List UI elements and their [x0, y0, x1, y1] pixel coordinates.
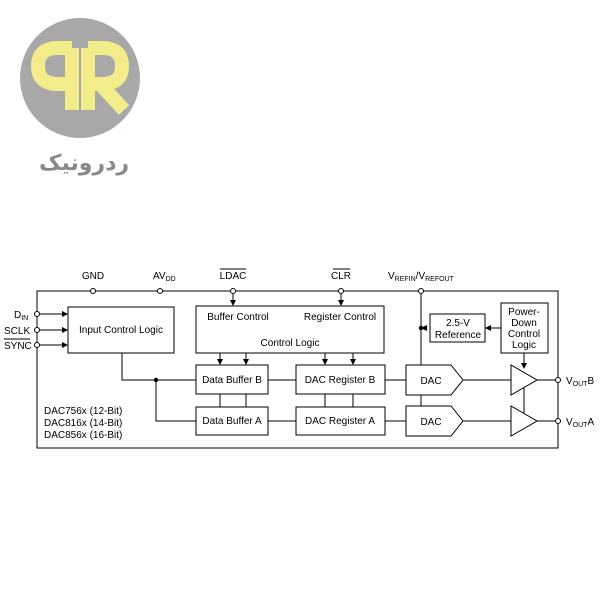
pin-sclk — [34, 327, 40, 333]
dac-a-block — [405, 405, 464, 437]
pin-din-label: DIN — [14, 310, 28, 322]
arrow-ctl-reg2 — [350, 359, 356, 365]
arrow-pd-ref — [485, 325, 491, 331]
arrow-sync — [62, 342, 68, 348]
pin-ldac — [230, 288, 236, 294]
power-down-control-block — [500, 302, 549, 354]
dac-b-block — [405, 364, 464, 396]
control-logic-block — [195, 305, 385, 354]
register-control-label: Register Control — [304, 312, 376, 323]
pin-sync — [34, 342, 40, 348]
pin-clr — [338, 288, 344, 294]
pin-vref — [418, 288, 424, 294]
pin-din — [34, 311, 40, 317]
pin-gnd-label: GND — [82, 271, 104, 282]
arrow-ctl-buf1 — [217, 359, 223, 365]
part-number-12bit: DAC756x (12-Bit) — [44, 406, 122, 417]
reference-block — [429, 313, 486, 343]
logo-text: ردرونیک — [39, 151, 129, 176]
dac-register-a-label: DAC Register A — [305, 416, 375, 427]
dac-b-label: DAC — [420, 376, 441, 387]
power-down-label-4: Logic — [512, 340, 536, 351]
pin-sclk-label: SCLK — [4, 326, 30, 337]
pin-gnd — [90, 288, 96, 294]
amp-a — [510, 405, 539, 437]
reference-label-1: 2.5-V — [446, 318, 470, 329]
arrow-sclk — [62, 327, 68, 333]
pin-clr-label: CLR — [331, 271, 351, 282]
data-buffer-a-label: Data Buffer A — [202, 416, 262, 427]
dac-a-label: DAC — [420, 417, 441, 428]
wire-input-to-buffer-a — [155, 380, 196, 422]
wire-input-to-buffer-b — [121, 353, 196, 381]
pin-avdd-label: AVDD — [153, 271, 176, 283]
pin-vouta-label: VOUTA — [566, 417, 594, 429]
data-buffer-a-block — [195, 406, 269, 436]
pin-sync-label: SYNC — [4, 341, 32, 352]
buffer-control-label: Buffer Control — [207, 312, 269, 323]
power-down-label-2: Down — [511, 318, 537, 329]
arrow-ctl-reg1 — [322, 359, 328, 365]
reference-label-2: Reference — [435, 330, 482, 341]
power-down-label-1: Power- — [508, 307, 540, 318]
data-buffer-b-label: Data Buffer B — [202, 375, 262, 386]
logo-mark — [30, 41, 130, 115]
pin-ldac-label: LDAC — [220, 271, 247, 282]
part-number-16bit: DAC856x (16-Bit) — [44, 430, 122, 441]
arrow-ref-out — [421, 325, 427, 331]
pin-vouta — [555, 418, 561, 424]
input-control-logic-label: Input Control Logic — [79, 325, 163, 336]
arrow-pd-ampb — [521, 363, 527, 369]
pin-vref-label: VREFIN/VREFOUT — [388, 271, 455, 283]
arrow-din — [62, 311, 68, 317]
dac-register-b-block — [295, 364, 386, 395]
arrow-ctl-buf2 — [243, 359, 249, 365]
pin-voutb-label: VOUTB — [566, 376, 594, 388]
pin-avdd — [157, 288, 163, 294]
dac-register-b-label: DAC Register B — [305, 375, 376, 386]
amp-b — [510, 364, 539, 396]
arrow-ldac — [230, 300, 236, 306]
part-number-14bit: DAC816x (14-Bit) — [44, 418, 122, 429]
power-down-label-3: Control — [508, 329, 540, 340]
input-control-logic-block — [67, 306, 175, 354]
pin-voutb — [555, 377, 561, 383]
control-logic-label: Control Logic — [261, 338, 320, 349]
brand-logo: ردرونیک — [20, 18, 140, 176]
arrow-clr — [338, 300, 344, 306]
